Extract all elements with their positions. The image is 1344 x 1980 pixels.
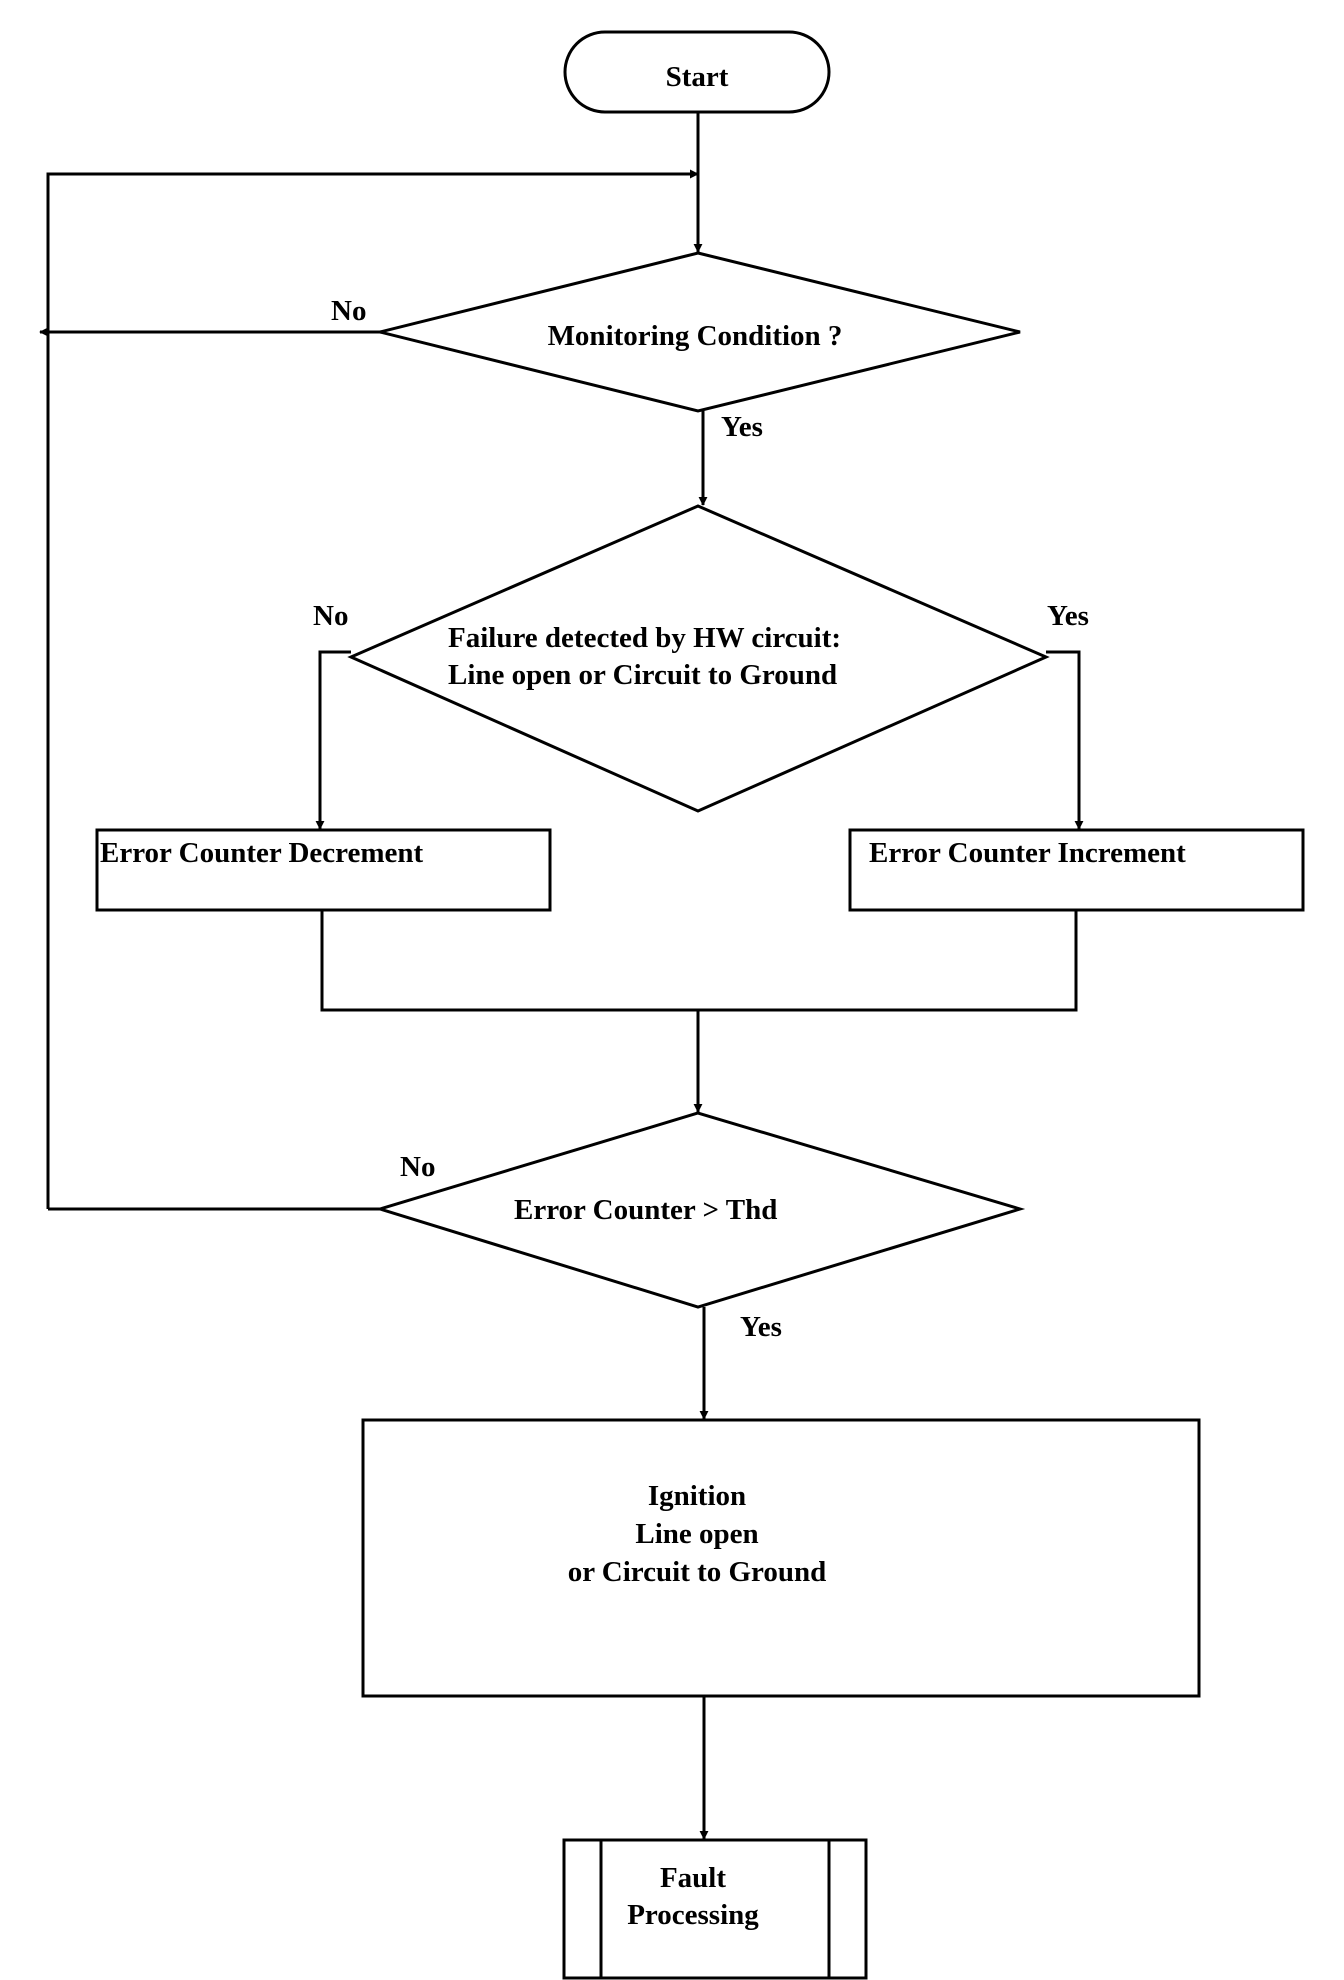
error-counter-increment-box [848,828,1305,912]
connector-failure-no [315,650,351,830]
ignition-label-line-3: or Circuit to Ground [568,1556,827,1588]
ignition-label-line-1: Ignition [648,1480,746,1512]
failure-no-label: No [313,600,348,632]
monitoring-condition-decision [379,251,1021,413]
connector-loop-back [46,169,699,1209]
error-counter-threshold-label: Error Counter > Thd [514,1194,777,1226]
fault-processing-label-line-1: Fault [660,1862,726,1894]
failure-yes-label: Yes [1047,600,1089,632]
failure-detected-label-line-2: Line open or Circuit to Ground [448,659,837,691]
error-counter-increment-label: Error Counter Increment [869,837,1186,869]
monitoring-no-label: No [331,295,366,327]
failure-detected-label-line-1: Failure detected by HW circuit: [448,622,841,654]
threshold-no-label: No [400,1151,435,1183]
connector-decrement-merge [320,910,1078,1012]
threshold-yes-label: Yes [740,1311,782,1343]
start-label: Start [666,61,729,93]
monitoring-condition-label: Monitoring Condition ? [548,320,843,352]
ignition-fault-box [361,1418,1201,1698]
failure-detected-decision [347,504,1050,813]
connector-failure-yes [1046,650,1084,830]
ignition-label-line-2: Line open [635,1518,758,1550]
error-counter-threshold-decision [374,1111,1026,1309]
error-counter-decrement-label: Error Counter Decrement [100,837,424,869]
fault-processing-box [562,1838,868,1980]
fault-processing-label-line-2: Processing [627,1899,759,1931]
monitoring-yes-label: Yes [721,411,763,443]
